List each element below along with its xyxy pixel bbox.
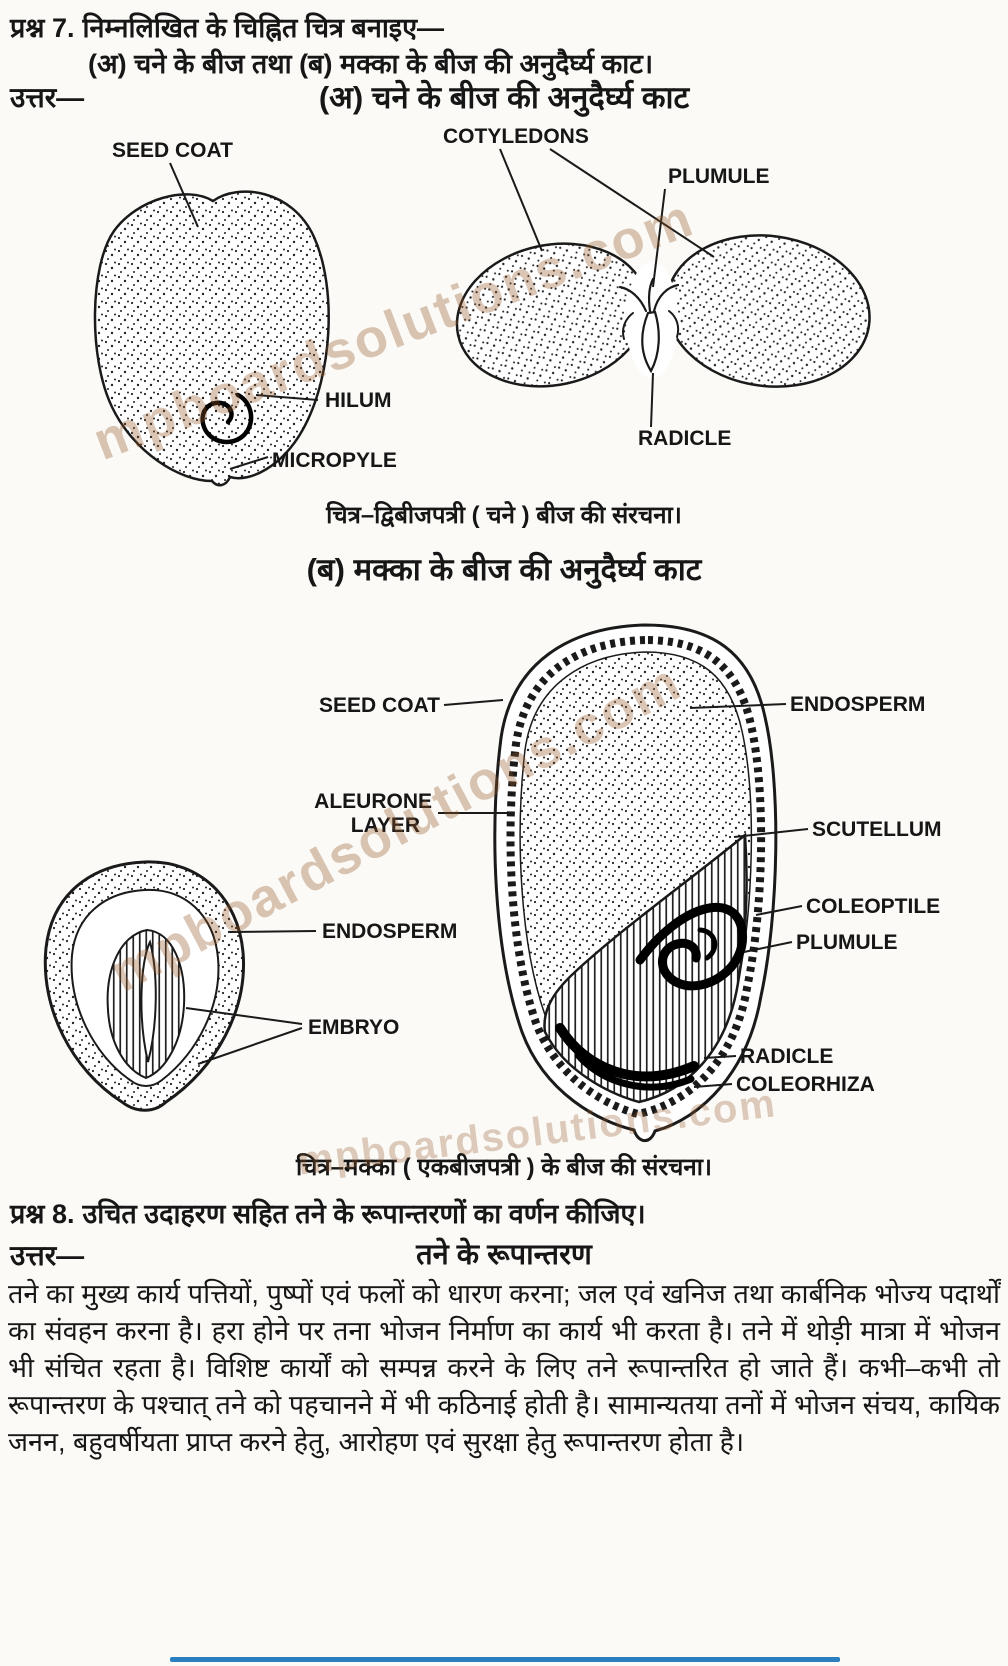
cotyledon-attach-right — [668, 310, 680, 338]
cotyledon-right — [665, 234, 871, 388]
plumule-leaf-left — [618, 285, 648, 313]
maize-large-section — [493, 623, 778, 1143]
leader-line-coleorhiza — [693, 1083, 733, 1088]
question-7-text: निम्नलिखित के चिह्नित चित्र बनाइए— — [82, 13, 444, 43]
hilum-micropyle-spiral — [200, 392, 254, 445]
answer-8-heading: तने के रूपान्तरण — [416, 1239, 592, 1271]
label-hilum: HILUM — [325, 389, 392, 412]
section-heading-maize: (ब) मक्का के बीज की अनुदैर्घ्य काट — [306, 552, 702, 587]
radicle-shape — [641, 310, 660, 374]
gram-seed-diagram: SEED COAT COTYLEDONS PLUMULE HILUM MICRO… — [93, 125, 871, 487]
label-maize-radicle: RADICLE — [740, 1045, 833, 1068]
leader-line-cotyledons-right — [549, 148, 715, 258]
label-coleorhiza: COLEORHIZA — [736, 1073, 875, 1096]
section-heading-maize-row: (ब) मक्का के बीज की अनुदैर्घ्य काट — [0, 548, 1008, 588]
label-aleurone-line2: LAYER — [351, 814, 420, 837]
gram-seed-outline — [93, 190, 330, 487]
leader-line-embryo-1 — [185, 1007, 303, 1025]
answer-8-paragraph: तने का मुख्य कार्य पत्तियों, पुष्पों एवं… — [8, 1279, 1000, 1457]
label-micropyle: MICROPYLE — [272, 449, 397, 472]
figure-caption-maize: चित्र–मक्का ( एकबीजपत्री ) के बीज की संर… — [295, 1154, 713, 1181]
label-endosperm-right: ENDOSPERM — [790, 693, 925, 716]
leader-line-seed-coat — [169, 162, 199, 228]
leader-line-micropyle — [229, 456, 269, 470]
answer-8-label: उत्तर— — [10, 1240, 85, 1271]
coleorhiza-band — [574, 1051, 695, 1091]
label-maize-seed-coat: SEED COAT — [319, 694, 440, 717]
label-embryo: EMBRYO — [308, 1016, 399, 1039]
answer-7-label: उत्तर— — [10, 82, 85, 113]
aleurone-layer-band — [506, 635, 766, 1119]
maize-small-seed — [43, 860, 246, 1112]
question-7-line: प्रश्न 7.निम्नलिखित के चिह्नित चित्र बना… — [10, 8, 444, 45]
question-8-text: उचित उदाहरण सहित तने के रूपान्तरणों का व… — [82, 1199, 646, 1229]
coleoptile-swirl — [635, 902, 747, 991]
small-seed-plumule-lens — [140, 939, 157, 1063]
label-cotyledons: COTYLEDONS — [443, 125, 589, 148]
label-maize-plumule: PLUMULE — [796, 931, 898, 954]
leader-line-scutellum — [733, 828, 809, 838]
question-8-line: प्रश्न 8.उचित उदाहरण सहित तने के रूपान्त… — [10, 1194, 646, 1231]
cotyledon-attach-left — [622, 312, 634, 340]
plumule-center-bud — [647, 277, 655, 313]
section-heading-gram: (अ) चने के बीज की अनुदैर्घ्य काट — [318, 80, 690, 115]
answer-8-row: उत्तर— तने के रूपान्तरण — [0, 1234, 1008, 1274]
leader-line-endosperm-left — [229, 930, 317, 933]
label-coleoptile: COLEOPTILE — [806, 895, 940, 918]
figure-caption-gram: चित्र–द्विबीजपत्री ( चने ) बीज की संरचना… — [326, 502, 682, 529]
leader-line-maize-plumule — [743, 941, 793, 953]
plumule-leaf-right — [652, 283, 680, 313]
question-7-subtext: (अ) चने के बीज तथा (ब) मक्का के बीज की अ… — [88, 49, 654, 79]
radicle-band — [555, 1023, 699, 1082]
leader-line-hilum — [255, 394, 319, 401]
label-endosperm-left: ENDOSPERM — [322, 920, 457, 943]
leader-line-maize-seed-coat — [443, 699, 504, 706]
leader-line-endosperm-right — [689, 703, 787, 709]
label-scutellum: SCUTELLUM — [812, 818, 942, 841]
label-plumule: PLUMULE — [668, 165, 770, 188]
bottom-edge-line — [170, 1657, 840, 1662]
question-8-label: प्रश्न 8. — [10, 1199, 75, 1229]
answer-7-row: उत्तर— (अ) चने के बीज की अनुदैर्घ्य काट — [0, 76, 1008, 116]
leader-line-maize-radicle — [703, 1055, 737, 1059]
leader-line-cotyledons-left — [499, 148, 543, 252]
leader-line-plumule — [652, 188, 666, 288]
gram-whole-seed — [93, 190, 330, 487]
embryo-scutellum-region — [543, 832, 748, 1104]
leader-line-embryo-2 — [197, 1027, 303, 1065]
question-7-label: प्रश्न 7. — [10, 13, 75, 43]
plumule-inner-arc — [697, 927, 718, 961]
label-seed-coat: SEED COAT — [112, 139, 233, 162]
gram-cotyledons-figure — [455, 234, 871, 388]
maize-seed-diagram: SEED COAT ALEURONE LAYER ENDOSPERM EMBRY… — [43, 623, 942, 1143]
label-radicle: RADICLE — [638, 427, 731, 450]
label-aleurone-line1: ALEURONE — [314, 790, 432, 813]
leader-line-radicle — [650, 372, 654, 428]
leader-line-coleoptile — [755, 905, 803, 916]
